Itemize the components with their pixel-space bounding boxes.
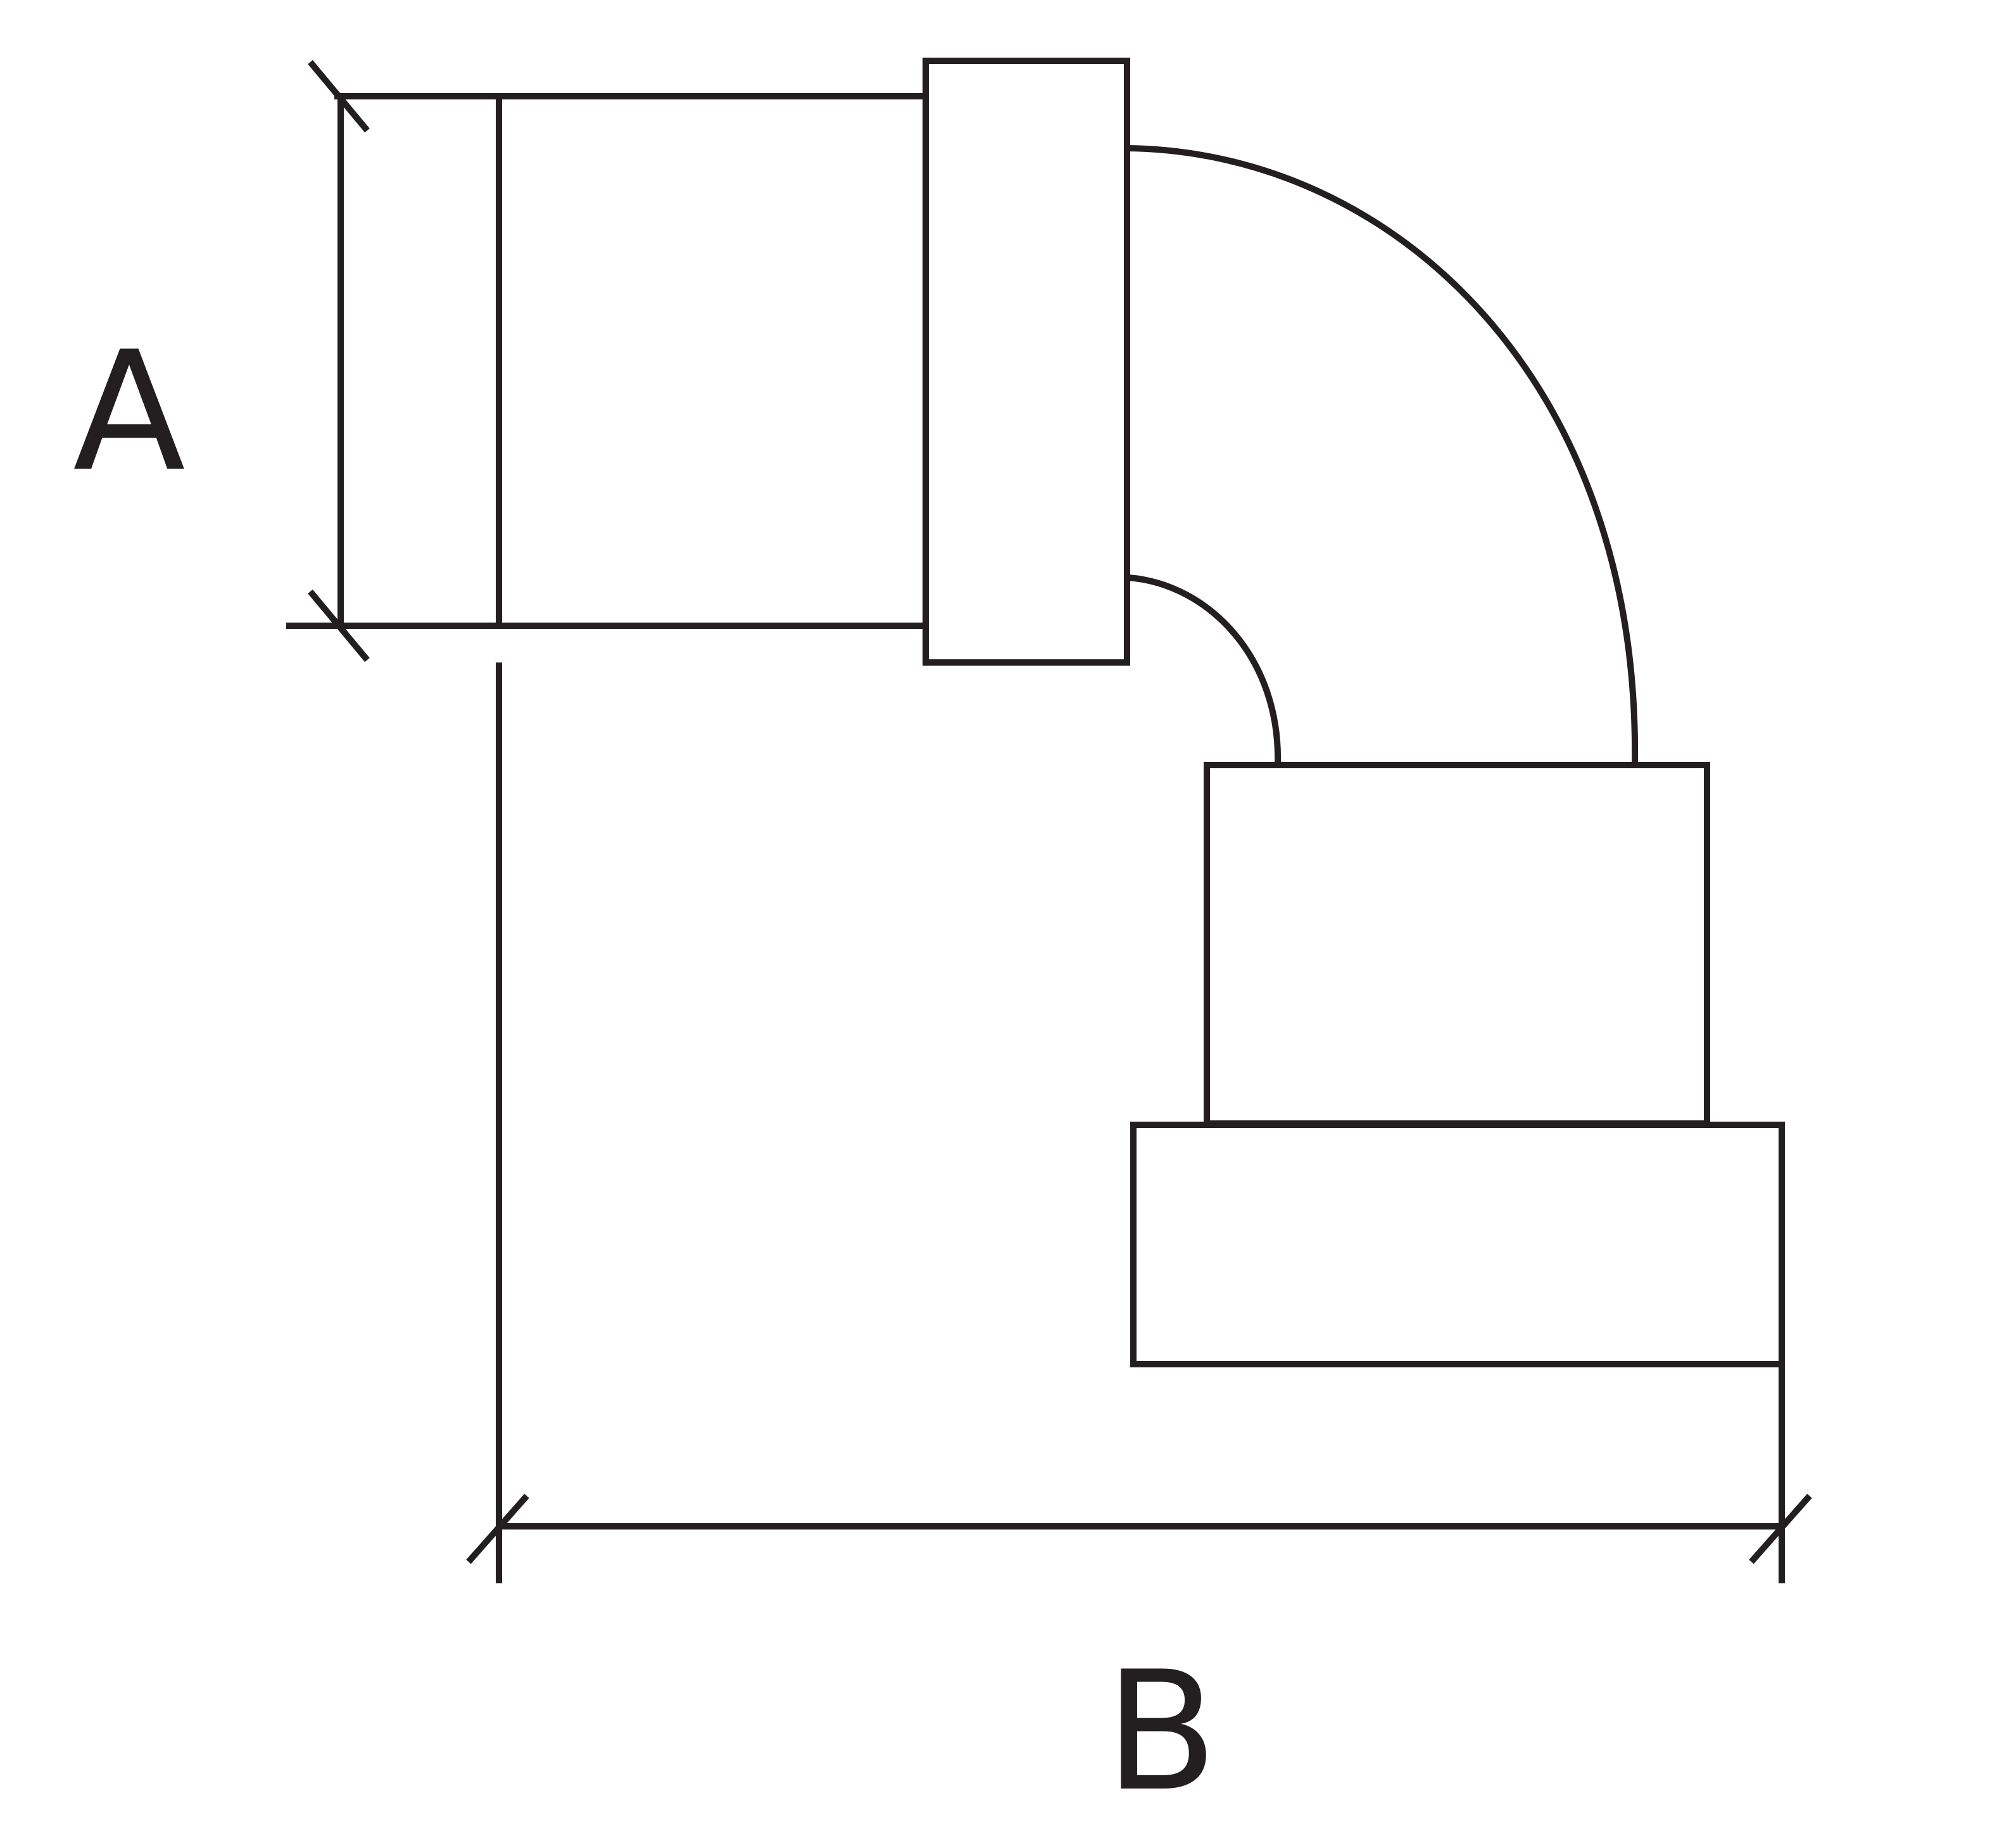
vertical-collar: [1130, 1122, 1785, 1367]
vertical-socket: [1204, 762, 1710, 1127]
dimension-a-tick-bottom: [308, 589, 370, 662]
horizontal-collar: [923, 58, 1130, 666]
dimension-lines: [308, 60, 1812, 1583]
inner-bend-arc: [1128, 574, 1282, 764]
dimension-a-tick-top: [308, 60, 370, 133]
dimension-b-tick-left: [466, 1493, 529, 1564]
pipe-outline: [286, 58, 1785, 1367]
outer-bend-arc: [1128, 145, 1639, 764]
dimension-b-label: B: [1105, 1637, 1218, 1824]
dimension-b-tick-right: [1749, 1493, 1812, 1564]
dimension-a-label: A: [73, 317, 186, 508]
